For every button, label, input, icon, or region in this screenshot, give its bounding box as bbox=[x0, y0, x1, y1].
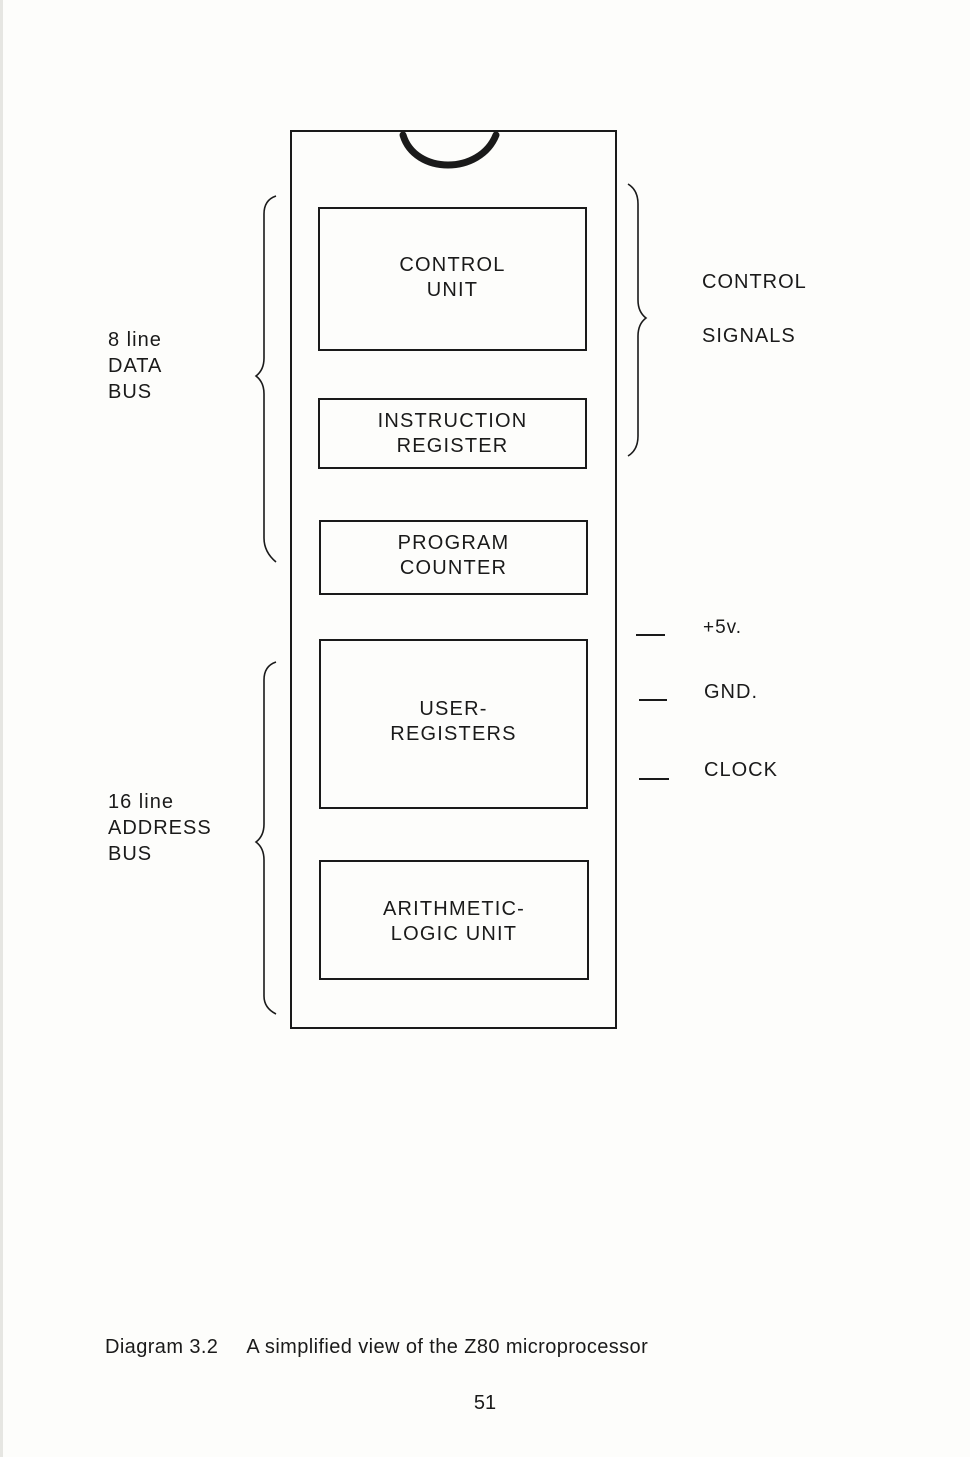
address-bus-line-2: ADDRESS bbox=[108, 817, 212, 839]
user-registers-line-2: REGISTERS bbox=[390, 723, 517, 745]
address-bus-label: 16 line ADDRESS BUS bbox=[108, 789, 212, 867]
address-bus-line-3: BUS bbox=[108, 843, 153, 865]
alu-line-1: ARITHMETIC- bbox=[382, 898, 526, 920]
control-unit-box bbox=[318, 207, 587, 351]
instruction-register-line-2: REGISTER bbox=[396, 435, 509, 457]
data-bus-line-3: BUS bbox=[108, 381, 153, 403]
control-signals-label-2: SIGNALS bbox=[702, 325, 796, 347]
control-unit-line-1: CONTROL bbox=[399, 254, 506, 276]
program-counter-line-1: PROGRAM bbox=[397, 532, 510, 554]
control-unit-line-2: UNIT bbox=[426, 279, 479, 301]
clock-label: CLOCK bbox=[704, 759, 778, 781]
data-bus-line-1: 8 line bbox=[108, 329, 162, 351]
caption-text: A simplified view of the Z80 microproces… bbox=[246, 1336, 649, 1358]
instruction-register-label: INSTRUCTION REGISTER bbox=[319, 409, 586, 459]
data-bus-brace bbox=[254, 195, 277, 563]
alu-label: ARITHMETIC- LOGIC UNIT bbox=[320, 897, 588, 947]
power-label: +5v. bbox=[703, 617, 743, 638]
chip-outline bbox=[290, 130, 617, 1029]
program-counter-line-2: COUNTER bbox=[399, 557, 508, 579]
caption-number: Diagram 3.2 bbox=[105, 1336, 219, 1358]
page-edge bbox=[0, 0, 3, 1457]
user-registers-line-1: USER- bbox=[419, 698, 488, 720]
program-counter-box bbox=[319, 520, 588, 595]
control-signals-brace bbox=[627, 183, 648, 457]
instruction-register-box bbox=[318, 398, 587, 469]
program-counter-label: PROGRAM COUNTER bbox=[320, 531, 587, 581]
address-bus-brace bbox=[254, 661, 277, 1015]
data-bus-label: 8 line DATA BUS bbox=[108, 327, 162, 405]
data-bus-line-2: DATA bbox=[108, 355, 163, 377]
alu-box bbox=[319, 860, 589, 980]
figure-caption: Diagram 3.2 A simplified view of the Z80 … bbox=[105, 1336, 648, 1359]
user-registers-box bbox=[319, 639, 588, 809]
alu-line-2: LOGIC UNIT bbox=[390, 923, 518, 945]
page-number: 51 bbox=[473, 1392, 497, 1414]
control-signals-label-1: CONTROL bbox=[702, 271, 807, 293]
chip-notch bbox=[399, 131, 500, 169]
control-unit-label: CONTROL UNIT bbox=[319, 253, 586, 303]
address-bus-line-1: 16 line bbox=[108, 791, 174, 813]
ground-label: GND. bbox=[704, 681, 758, 703]
instruction-register-line-1: INSTRUCTION bbox=[377, 410, 528, 432]
user-registers-label: USER- REGISTERS bbox=[320, 697, 587, 747]
